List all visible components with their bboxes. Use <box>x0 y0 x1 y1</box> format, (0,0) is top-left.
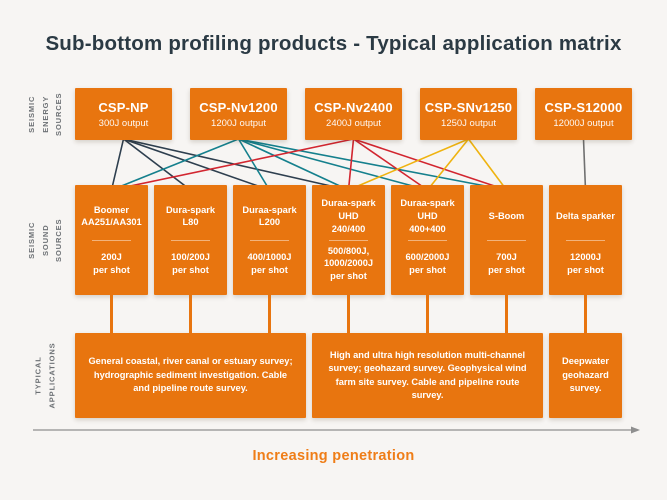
energy-source-output: 300J output <box>98 117 149 129</box>
connection-line <box>123 138 191 191</box>
connection-line <box>353 138 428 191</box>
sound-source-name: Boomer AA251/AA301 <box>81 204 142 228</box>
sound-source-delta-sparker: Delta sparker 12000J per shot <box>549 185 622 295</box>
sound-source-boomer: Boomer AA251/AA301 200J per shot <box>75 185 148 295</box>
sound-to-application-connector <box>505 295 508 333</box>
sound-source-name: S-Boom <box>488 210 525 221</box>
connection-line <box>111 138 354 191</box>
connection-line <box>111 138 239 191</box>
sound-source-name: Dura-spark L80 <box>165 204 216 228</box>
sound-source-energy: 700J per shot <box>488 252 525 275</box>
energy-source-csp-s12000: CSP-S12000 12000J output <box>535 88 632 140</box>
connection-line <box>110 138 125 191</box>
divider <box>250 239 289 241</box>
energy-source-name: CSP-Nv2400 <box>314 99 393 115</box>
divider <box>171 239 210 241</box>
connection-line <box>348 138 469 191</box>
energy-source-output: 12000J output <box>553 117 614 129</box>
sound-to-application-connector <box>347 295 350 333</box>
sound-source-dura-spark-l80: Dura-spark L80 100/200J per shot <box>154 185 227 295</box>
sound-source-energy: 600/2000J per shot <box>405 252 450 275</box>
energy-source-csp-np: CSP-NP 300J output <box>75 88 172 140</box>
sound-source-energy: 500/800J, 1000/2000J per shot <box>323 245 374 282</box>
sound-source-energy: 400/1000J per shot <box>247 252 292 275</box>
sound-source-s-boom: S-Boom 700J per shot <box>470 185 543 295</box>
application-box-coastal: General coastal, river canal or estuary … <box>75 333 306 418</box>
sound-to-application-connector <box>110 295 113 333</box>
energy-source-csp-nv1200: CSP-Nv1200 1200J output <box>190 88 287 140</box>
application-box-high-resolution: High and ultra high resolution multi-cha… <box>312 333 543 418</box>
sound-to-application-connector <box>268 295 271 333</box>
energy-source-output: 1250J output <box>441 117 496 129</box>
sound-source-energy: 100/200J per shot <box>171 252 210 275</box>
connection-line <box>347 138 355 191</box>
application-text: Deepwater geohazard survey. <box>561 356 610 394</box>
energy-source-csp-snv1250: CSP-SNv1250 1250J output <box>420 88 517 140</box>
divider <box>408 239 447 241</box>
connection-line <box>123 138 270 191</box>
sound-source-name: Duraa-spark L200 <box>242 204 297 228</box>
divider <box>329 239 368 241</box>
connection-line <box>582 138 587 191</box>
page-title: Sub-bottom profiling products - Typical … <box>45 32 622 55</box>
sound-to-application-connector <box>189 295 192 333</box>
connection-line <box>238 138 428 191</box>
energy-source-name: CSP-NP <box>98 99 149 115</box>
divider <box>566 239 605 241</box>
energy-source-csp-nv2400: CSP-Nv2400 2400J output <box>305 88 402 140</box>
sound-to-application-connector <box>426 295 429 333</box>
connection-line <box>238 138 507 191</box>
sound-source-duraa-spark-l200: Duraa-spark L200 400/1000J per shot <box>233 185 306 295</box>
application-text: General coastal, river canal or estuary … <box>88 356 293 394</box>
energy-source-name: CSP-S12000 <box>544 99 623 115</box>
sound-source-name: Delta sparker <box>556 210 615 221</box>
connection-line <box>353 138 507 191</box>
sound-source-duraa-spark-uhd-400-400: Duraa-spark UHD 400+400 600/2000J per sh… <box>391 185 464 295</box>
sound-source-name: Duraa-spark UHD 240/400 <box>321 198 376 234</box>
divider <box>487 239 526 241</box>
application-text: High and ultra high resolution multi-cha… <box>328 349 527 400</box>
divider <box>92 239 131 241</box>
sound-source-energy: 200J per shot <box>93 252 130 275</box>
sound-source-energy: 12000J per shot <box>567 252 604 275</box>
energy-source-name: CSP-SNv1250 <box>424 99 513 115</box>
energy-source-output: 1200J output <box>211 117 266 129</box>
application-box-deepwater: Deepwater geohazard survey. <box>549 333 622 418</box>
energy-source-name: CSP-Nv1200 <box>199 99 278 115</box>
penetration-axis-label: Increasing penetration <box>252 448 415 464</box>
energy-source-output: 2400J output <box>326 117 381 129</box>
sound-source-name: Duraa-spark UHD 400+400 <box>400 198 455 234</box>
connection-line <box>426 138 470 191</box>
connection-line <box>237 138 271 191</box>
sound-to-application-connector <box>584 295 587 333</box>
sound-source-duraa-spark-uhd-240-400: Duraa-spark UHD 240/400 500/800J, 1000/2… <box>312 185 385 295</box>
connection-line <box>467 138 508 191</box>
penetration-axis-arrowhead-icon <box>631 426 640 434</box>
connection-line <box>238 138 349 191</box>
